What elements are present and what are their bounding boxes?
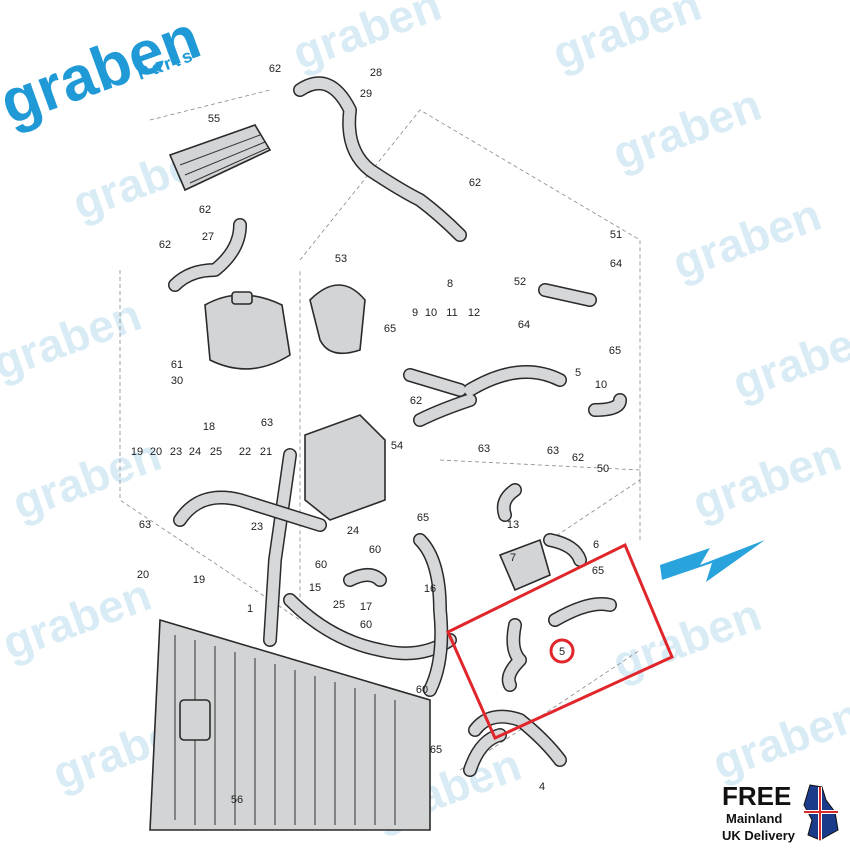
radiator: [149, 618, 431, 831]
callout-label: 60: [369, 544, 381, 556]
callout-label: 7: [510, 552, 516, 564]
callout-label: 12: [468, 307, 480, 319]
uk-map-icon: [803, 784, 839, 841]
housings: [304, 284, 551, 592]
callout-label: 28: [370, 67, 382, 79]
callout-label: 63: [547, 445, 559, 457]
pointer-arrow-icon: [660, 540, 765, 582]
promo-line1: FREE: [722, 781, 791, 811]
callout-label: 23: [251, 521, 263, 533]
highlight-group: 5: [446, 540, 765, 740]
callout-label: 23: [170, 446, 182, 458]
callout-label: 21: [260, 446, 272, 458]
callout-label: 63: [139, 519, 151, 531]
callout-label: 9: [412, 307, 418, 319]
expansion-tank: [204, 291, 291, 370]
callout-label: 11: [446, 307, 457, 319]
callout-label: 20: [137, 569, 149, 581]
callout-label: 60: [360, 619, 372, 631]
highlight-label: 5: [559, 646, 565, 658]
callout-label: 24: [347, 525, 359, 537]
callout-label: 53: [335, 253, 347, 265]
callout-label: 63: [261, 417, 273, 429]
callout-label: 10: [425, 307, 437, 319]
callout-label: 25: [210, 446, 222, 458]
callout-label: 5: [575, 367, 581, 379]
callout-label: 29: [360, 88, 372, 100]
callout-label: 60: [315, 559, 327, 571]
callout-label: 10: [595, 379, 607, 391]
callout-label: 18: [203, 421, 215, 433]
watermark-text: graben: [546, 0, 708, 79]
watermark-text: graben: [606, 78, 768, 179]
callout-label: 13: [507, 519, 519, 531]
callout-label: 1: [247, 603, 253, 615]
callout-label: 50: [597, 463, 609, 475]
callout-label: 62: [269, 63, 281, 75]
callout-label: 63: [478, 443, 490, 455]
callout-label: 55: [208, 113, 220, 125]
promo-line3: UK Delivery: [722, 828, 796, 843]
watermark-text: graben: [606, 588, 768, 689]
callout-label: 17: [360, 601, 372, 613]
watermark-text: graben: [666, 188, 828, 289]
callout-label: 27: [202, 231, 214, 243]
callout-label: 30: [171, 375, 183, 387]
callout-label: 61: [171, 359, 183, 371]
oil-cooler: [168, 124, 272, 192]
callout-label: 65: [430, 744, 442, 756]
callout-label: 62: [199, 204, 211, 216]
callout-label: 62: [572, 452, 584, 464]
callout-label: 24: [189, 446, 201, 458]
callout-label: 54: [391, 440, 403, 452]
callout-label: 65: [384, 323, 396, 335]
callout-label: 15: [309, 582, 321, 594]
callout-label: 20: [150, 446, 162, 458]
highlight-box: [446, 542, 674, 740]
watermark-text: graben: [0, 568, 158, 669]
callout-label: 65: [417, 512, 429, 524]
callout-label: 65: [592, 565, 604, 577]
callout-label: 56: [231, 794, 243, 806]
callout-label: 65: [609, 345, 621, 357]
callout-label: 19: [193, 574, 205, 586]
callout-label: 51: [610, 229, 622, 241]
promo-badge: FREE Mainland UK Delivery: [722, 781, 839, 843]
callout-label: 64: [610, 258, 622, 270]
callout-label: 6: [593, 539, 599, 551]
watermark-text: graben: [0, 288, 148, 389]
callout-label: 62: [469, 177, 481, 189]
brand-logo: graben Parts: [0, 3, 209, 139]
watermark-text: graben: [6, 428, 168, 529]
callout-label: 52: [514, 276, 526, 288]
highlight-circle: [549, 638, 575, 664]
callout-label: 4: [539, 781, 545, 793]
watermark-text: graben: [726, 308, 850, 409]
callout-label: 64: [518, 319, 530, 331]
callout-label: 8: [447, 278, 453, 290]
watermark-text: graben: [686, 428, 848, 529]
watermark-text: graben: [286, 0, 448, 79]
hoses: [168, 76, 627, 777]
callout-label: 19: [131, 446, 143, 458]
callout-label: 25: [333, 599, 345, 611]
callout-label: 62: [159, 239, 171, 251]
callout-label: 62: [410, 395, 422, 407]
callout-label: 60: [416, 684, 428, 696]
promo-line2: Mainland: [726, 811, 782, 826]
callout-label: 16: [424, 583, 436, 595]
callout-label: 22: [239, 446, 251, 458]
group-outlines: [119, 89, 641, 771]
watermark-text: graben: [706, 688, 850, 789]
